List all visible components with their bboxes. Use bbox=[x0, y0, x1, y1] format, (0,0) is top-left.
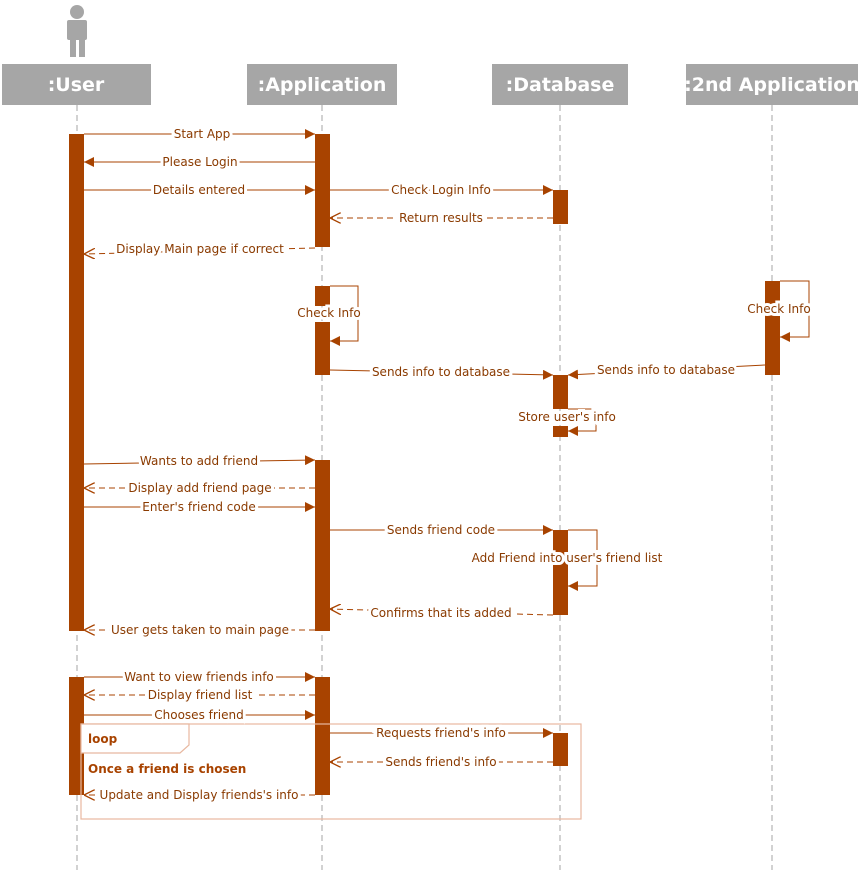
activation-bar bbox=[315, 322, 330, 375]
activation-bar bbox=[765, 281, 780, 375]
activation-bar bbox=[315, 134, 330, 247]
message-arrow bbox=[329, 369, 554, 380]
message-label: Want to view friends info bbox=[124, 670, 274, 684]
message-label: Display Main page if correct bbox=[116, 242, 284, 256]
activation-bar bbox=[315, 677, 330, 795]
return-arrow bbox=[84, 247, 316, 254]
message-label: Start App bbox=[174, 127, 231, 141]
message-label: Details entered bbox=[153, 183, 245, 197]
message-label: Check Info bbox=[747, 302, 810, 316]
self-message-arrow bbox=[780, 280, 810, 342]
svg-text::User: :User bbox=[48, 74, 105, 96]
activation-bar bbox=[553, 733, 568, 766]
message-label: Check Login Info bbox=[391, 183, 491, 197]
svg-text::Database: :Database bbox=[506, 74, 615, 96]
message-arrow bbox=[567, 364, 766, 380]
message-label: Add Friend into user's friend list bbox=[472, 551, 663, 565]
message-arrow bbox=[83, 455, 316, 466]
message-label: Sends info to database bbox=[597, 363, 735, 377]
activation-bar bbox=[69, 677, 84, 795]
activation-bar bbox=[553, 375, 568, 409]
self-message-arrow bbox=[568, 529, 598, 591]
loop-guard: Once a friend is chosen bbox=[88, 762, 246, 776]
activation-bar bbox=[315, 286, 330, 306]
message-label: Chooses friend bbox=[154, 708, 243, 722]
message-label: Enter's friend code bbox=[142, 500, 255, 514]
message-label: Display add friend page bbox=[128, 481, 271, 495]
message-label: Check Info bbox=[297, 306, 360, 320]
message-label: Sends info to database bbox=[372, 365, 510, 379]
activation-bar bbox=[553, 426, 568, 437]
person-icon bbox=[67, 5, 87, 57]
self-message-arrow bbox=[330, 285, 359, 346]
message-label: Update and Display friends's info bbox=[100, 788, 299, 802]
participant-user: :User bbox=[2, 64, 151, 105]
participant-2nd-application: :2nd Application bbox=[684, 64, 860, 105]
message-label: Please Login bbox=[162, 155, 237, 169]
activation-bar bbox=[553, 530, 568, 615]
return-arrow bbox=[330, 609, 554, 616]
activation-bar bbox=[315, 460, 330, 631]
participant-database: :Database bbox=[492, 64, 628, 105]
activation-bar bbox=[553, 190, 568, 224]
self-message-arrow bbox=[568, 408, 597, 436]
message-label: Return results bbox=[399, 211, 483, 225]
participant-application: :Application bbox=[247, 64, 397, 105]
svg-text::2nd Application: :2nd Application bbox=[684, 74, 860, 96]
message-label: Store user's info bbox=[518, 410, 616, 424]
loop-fragment: loop Once a friend is chosen bbox=[80, 723, 582, 820]
message-label: Confirms that its added bbox=[370, 606, 511, 620]
message-label: Sends friend code bbox=[387, 523, 495, 537]
message-label: Sends friend's info bbox=[385, 755, 496, 769]
message-label: Requests friend's info bbox=[376, 726, 506, 740]
message-label: Wants to add friend bbox=[140, 454, 258, 468]
message-label: User gets taken to main page bbox=[111, 623, 289, 637]
loop-tag: loop bbox=[88, 732, 118, 746]
activation-bar bbox=[69, 134, 84, 631]
svg-text::Application: :Application bbox=[258, 74, 387, 96]
message-label: Display friend list bbox=[148, 688, 253, 702]
